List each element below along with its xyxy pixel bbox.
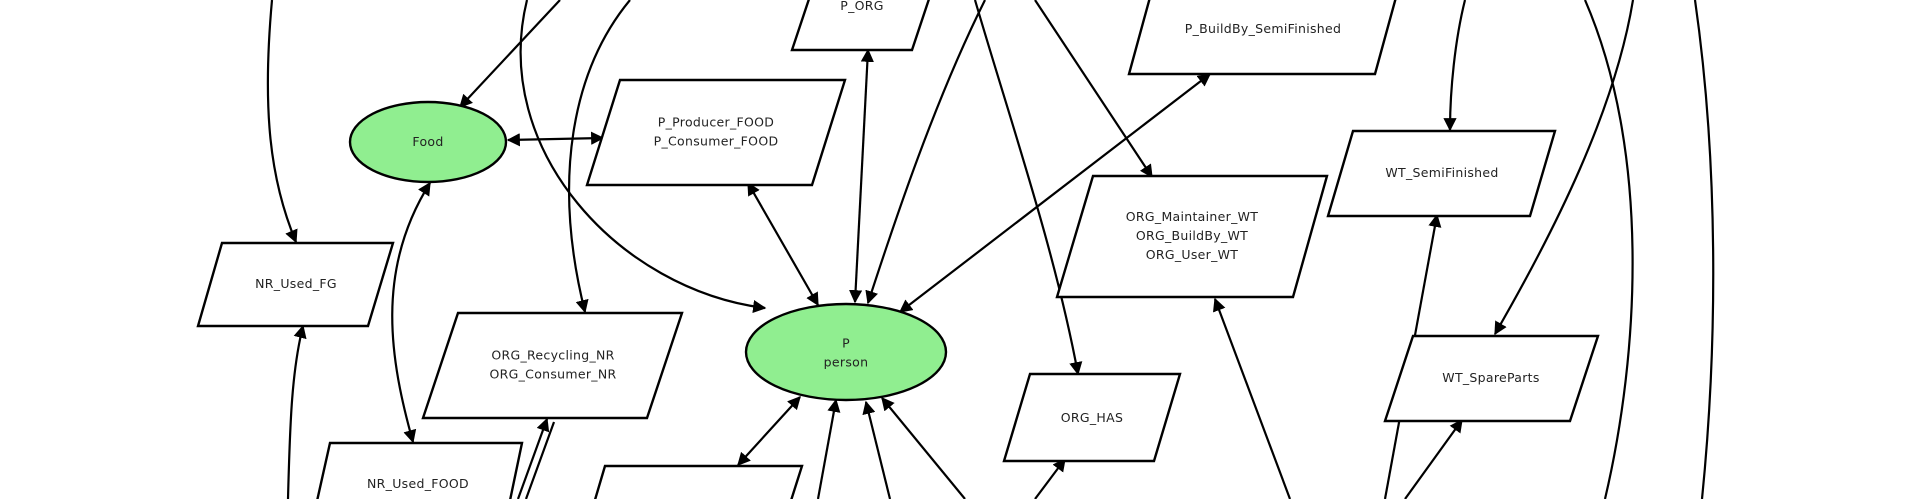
node-label-line: ORG_Consumer_NR — [490, 366, 617, 381]
p-buildby-semifinished-label: P_BuildBy_SemiFinished — [1185, 21, 1341, 36]
node-label-line: NR_Used_FG — [255, 276, 337, 291]
node-label-line: ORG_HAS — [1061, 410, 1123, 425]
node-org-maintainer-buildby-user-wt: ORG_Maintainer_WT ORG_BuildBy_WT ORG_User_… — [1055, 174, 1329, 299]
node-label-line: P — [842, 335, 850, 350]
node-p-producer-consumer-food: P_Producer_FOOD P_Consumer_FOOD — [585, 78, 847, 187]
edge-p-org-person — [849, 48, 874, 304]
node-label-line: P_ORG — [840, 0, 884, 13]
edge-bottom-to-nr-used-fg — [286, 324, 307, 499]
node-bottom-box — [593, 464, 804, 499]
edge-bottom-to-wt-spareparts — [1404, 418, 1463, 499]
node-label-line: WT_SemiFinished — [1385, 165, 1498, 180]
wt-semifinished-label: WT_SemiFinished — [1385, 165, 1498, 180]
node-wt-spareparts: WT_SpareParts — [1383, 334, 1600, 423]
p-person-shape — [744, 302, 948, 402]
node-food: Food — [348, 100, 508, 184]
node-label-line: P_BuildBy_SemiFinished — [1185, 21, 1341, 36]
edge-right-long-arc — [1583, 0, 1634, 499]
edge-bottom-to-org-has — [1034, 457, 1066, 499]
org-recycling-consumer-nr-label: ORG_Recycling_NR ORG_Consumer_NR — [490, 347, 617, 381]
edge-bottom-to-person-a — [816, 398, 841, 499]
nr-used-food-shape — [316, 441, 524, 499]
node-label-line: ORG_User_WT — [1146, 247, 1239, 262]
node-label-line: P_Consumer_FOOD — [654, 133, 779, 148]
edge-top-to-org-maintainer-wt — [1034, 0, 1153, 179]
p-org-label: P_ORG — [840, 0, 884, 13]
wt-spareparts-label: WT_SpareParts — [1442, 370, 1539, 385]
p-producer-consumer-food-label: P_Producer_FOOD P_Consumer_FOOD — [654, 114, 779, 148]
node-p-org: P_ORG — [790, 0, 930, 52]
edge-bottom-to-person-b — [862, 400, 892, 499]
bottom-box-shape — [593, 464, 804, 499]
node-wt-semifinished: WT_SemiFinished — [1326, 129, 1557, 218]
node-p-buildby-semifinished: P_BuildBy_SemiFinished — [1127, 0, 1397, 76]
edge-bottom-to-org-recycling-nr — [516, 417, 550, 499]
node-label-line: Food — [412, 134, 443, 149]
org-maintainer-buildby-user-wt-shape — [1055, 174, 1329, 299]
node-org-recycling-consumer-nr: ORG_Recycling_NR ORG_Consumer_NR — [421, 311, 684, 420]
edge-bottom-to-org-maintainer-wt — [1212, 297, 1292, 499]
nr-used-fg-shape — [196, 241, 395, 328]
food-label: Food — [412, 134, 443, 149]
edge-top-to-food — [459, 0, 561, 108]
p-org-shape — [790, 0, 930, 52]
p-producer-consumer-food-shape — [585, 78, 847, 187]
edge-far-right-line — [1693, 0, 1715, 499]
node-label-line: P_Producer_FOOD — [658, 114, 774, 129]
node-nr-used-food: NR_Used_FOOD — [316, 441, 524, 499]
edge-top-to-org-has — [973, 0, 1083, 376]
nr-used-food-label: NR_Used_FOOD — [367, 476, 469, 491]
org-has-shape — [1002, 372, 1182, 463]
edge-top-to-org-recycling-nr — [568, 0, 631, 314]
edge-bottom-box-person — [737, 396, 801, 466]
edge-food-p-producer-food — [506, 131, 605, 147]
edge-p-producer-food-person — [747, 181, 819, 307]
edge-food-nr-used-food — [391, 181, 431, 444]
org-has-label: ORG_HAS — [1061, 410, 1123, 425]
food-shape — [348, 100, 508, 184]
edge-p-buildby-semifinished-person — [898, 73, 1212, 313]
node-nr-used-fg: NR_Used_FG — [196, 241, 395, 328]
edge-top-to-wt-semifinished — [1443, 0, 1467, 132]
node-label-line: ORG_BuildBy_WT — [1136, 228, 1248, 243]
edge-bottom-to-org-recycling-nr-b — [524, 421, 556, 499]
node-label-line: NR_Used_FOOD — [367, 476, 469, 491]
p-buildby-semifinished-shape — [1127, 0, 1397, 76]
org-maintainer-buildby-user-wt-label: ORG_Maintainer_WT ORG_BuildBy_WT ORG_User_… — [1126, 209, 1258, 262]
node-label-line: ORG_Recycling_NR — [491, 347, 614, 362]
edge-top-arc-to-person — [519, 0, 767, 314]
edge-top-to-wt-spareparts — [1494, 0, 1635, 336]
edges — [266, 0, 1715, 499]
node-org-has: ORG_HAS — [1002, 372, 1182, 463]
edge-top-to-nr-used-fg — [266, 0, 298, 244]
nr-used-fg-label: NR_Used_FG — [255, 276, 337, 291]
node-label-line: ORG_Maintainer_WT — [1126, 209, 1258, 224]
node-label-line: person — [824, 354, 869, 369]
wt-semifinished-shape — [1326, 129, 1557, 218]
wt-spareparts-shape — [1383, 334, 1600, 423]
org-recycling-consumer-nr-shape — [421, 311, 684, 420]
edge-bottom-to-person-c — [881, 396, 966, 499]
node-label-line: WT_SpareParts — [1442, 370, 1539, 385]
